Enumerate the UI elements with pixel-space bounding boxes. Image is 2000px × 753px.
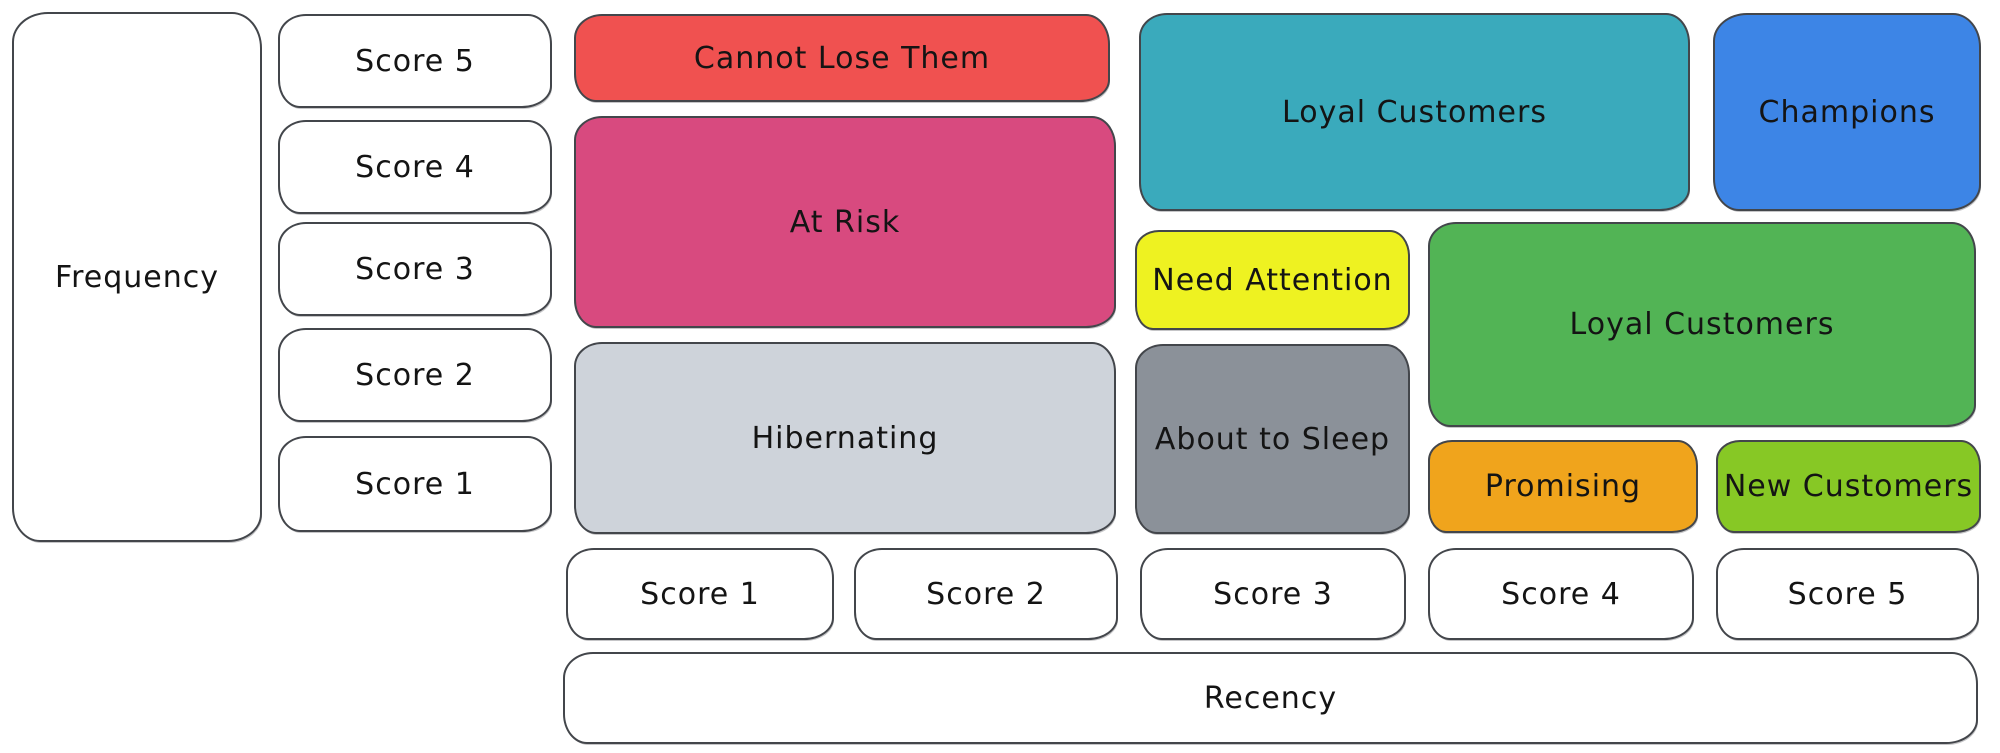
segment-at-risk: At Risk bbox=[574, 116, 1116, 328]
segment-about-to-sleep: About to Sleep bbox=[1135, 344, 1410, 534]
recency-axis-text: Recency bbox=[1203, 680, 1338, 716]
segment-promising-label: Promising bbox=[1484, 469, 1642, 504]
recency-score-4: Score 4 bbox=[1428, 548, 1694, 640]
segment-hibernating: Hibernating bbox=[574, 342, 1116, 534]
recency-axis-label: Recency bbox=[563, 652, 1978, 744]
segment-about-to-sleep-label: About to Sleep bbox=[1154, 421, 1391, 457]
frequency-score-1-text: Score 1 bbox=[355, 466, 475, 502]
frequency-score-5-text: Score 5 bbox=[355, 43, 475, 79]
segment-loyal-customers-mid-label: Loyal Customers bbox=[1569, 307, 1835, 342]
recency-score-2-text: Score 2 bbox=[926, 576, 1046, 612]
frequency-axis-text: Frequency bbox=[55, 259, 219, 295]
segment-need-attention: Need Attention bbox=[1135, 230, 1410, 330]
frequency-score-2-text: Score 2 bbox=[355, 357, 475, 393]
segment-hibernating-label: Hibernating bbox=[751, 420, 939, 456]
recency-score-5: Score 5 bbox=[1716, 548, 1979, 640]
segment-cannot-lose-them-label: Cannot Lose Them bbox=[693, 40, 991, 76]
frequency-axis-label: Frequency bbox=[12, 12, 262, 542]
recency-score-3-text: Score 3 bbox=[1213, 576, 1333, 612]
recency-score-4-text: Score 4 bbox=[1501, 576, 1621, 612]
frequency-score-3-text: Score 3 bbox=[355, 251, 475, 287]
recency-score-5-text: Score 5 bbox=[1787, 576, 1908, 612]
recency-score-1: Score 1 bbox=[566, 548, 834, 640]
segment-cannot-lose-them: Cannot Lose Them bbox=[574, 14, 1110, 102]
segment-at-risk-label: At Risk bbox=[789, 204, 901, 240]
segment-new-customers: New Customers bbox=[1716, 440, 1981, 533]
segment-new-customers-label: New Customers bbox=[1723, 469, 1974, 504]
recency-score-2: Score 2 bbox=[854, 548, 1118, 640]
segment-loyal-customers-mid: Loyal Customers bbox=[1428, 222, 1976, 427]
frequency-score-5: Score 5 bbox=[278, 14, 552, 108]
segment-loyal-customers-top-label: Loyal Customers bbox=[1282, 94, 1547, 130]
frequency-score-3: Score 3 bbox=[278, 222, 552, 316]
frequency-score-4: Score 4 bbox=[278, 120, 552, 214]
segment-promising: Promising bbox=[1428, 440, 1698, 533]
segment-champions: Champions bbox=[1713, 13, 1981, 211]
recency-score-3: Score 3 bbox=[1140, 548, 1406, 640]
frequency-score-4-text: Score 4 bbox=[355, 149, 475, 185]
segment-loyal-customers-top: Loyal Customers bbox=[1139, 13, 1690, 211]
frequency-score-1: Score 1 bbox=[278, 436, 552, 532]
frequency-score-2: Score 2 bbox=[278, 328, 552, 422]
segment-need-attention-label: Need Attention bbox=[1152, 262, 1393, 298]
recency-score-1-text: Score 1 bbox=[640, 576, 760, 612]
segment-champions-label: Champions bbox=[1758, 94, 1936, 130]
